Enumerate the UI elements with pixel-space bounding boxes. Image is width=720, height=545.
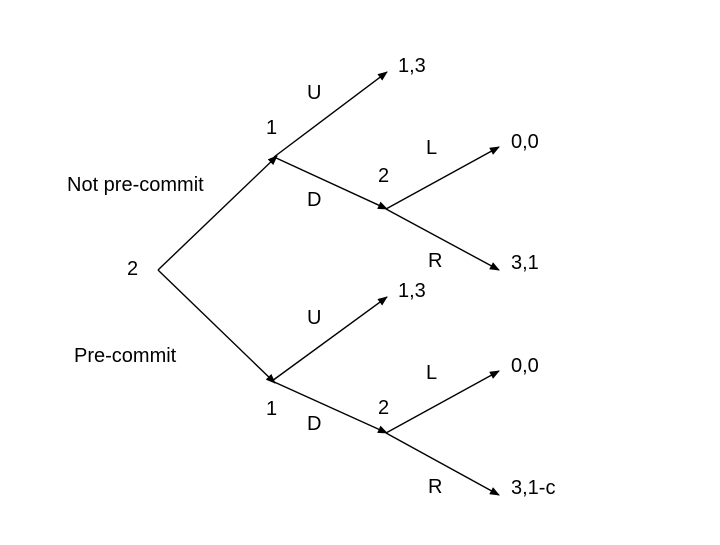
bottom-player1-label: 1 xyxy=(266,398,278,420)
bottom-U-label: U xyxy=(307,307,322,329)
bottom-payoff-U: 1,3 xyxy=(398,280,426,302)
top-U-label: U xyxy=(307,82,322,104)
top-L-label: L xyxy=(426,137,438,159)
top-payoff-L: 0,0 xyxy=(511,131,539,153)
bottom-R-label: R xyxy=(428,476,443,498)
not-precommit-label: Not pre-commit xyxy=(67,174,204,196)
edge-bottom-U xyxy=(271,296,388,382)
edge-bottom-R xyxy=(385,432,500,496)
top-player2-label: 2 xyxy=(378,165,390,187)
edge-bottom-L xyxy=(385,370,500,434)
edge-bottom-D xyxy=(271,380,388,434)
bottom-L-label: L xyxy=(426,362,438,384)
top-player1-label: 1 xyxy=(266,117,278,139)
top-D-label: D xyxy=(307,189,322,211)
edge-top-L xyxy=(385,146,500,210)
top-payoff-R: 3,1 xyxy=(511,252,539,274)
precommit-label: Pre-commit xyxy=(74,345,177,367)
edge-top-R xyxy=(385,208,500,271)
bottom-player2-label: 2 xyxy=(378,397,390,419)
bottom-D-label: D xyxy=(307,413,322,435)
edge-top-D xyxy=(273,156,388,210)
edge-top-U xyxy=(273,71,388,158)
bottom-payoff-L: 0,0 xyxy=(511,355,539,377)
bottom-payoff-R: 3,1-c xyxy=(511,477,556,499)
root-player-label: 2 xyxy=(127,258,139,280)
top-payoff-U: 1,3 xyxy=(398,55,426,77)
edge-not-precommit xyxy=(157,155,278,271)
top-R-label: R xyxy=(428,250,443,272)
edge-precommit xyxy=(157,269,276,384)
